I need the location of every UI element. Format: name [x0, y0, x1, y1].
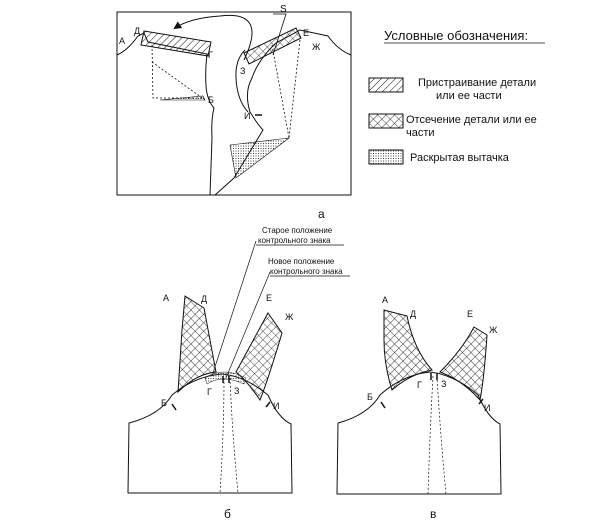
legend-item-1-line2: или ее части — [436, 90, 502, 102]
legend-title: Условные обозначения: — [384, 28, 528, 43]
panel-v-bodice — [336, 371, 502, 495]
panel-b-middle-band — [204, 371, 247, 385]
panel-a-s-pointer — [272, 13, 287, 56]
panel-a-left-outline — [116, 32, 215, 196]
panel-a-label-s: S — [280, 4, 287, 15]
panel-a-armhole — [235, 49, 249, 113]
legend: Условные обозначения: Пристраивание дета… — [368, 28, 545, 165]
panel-b-mark-b — [171, 403, 177, 411]
panel-v-label-zh: Ж — [489, 325, 498, 335]
panel-v-label-z: З — [441, 379, 446, 389]
panel-a-frame — [116, 11, 352, 196]
panel-v-right-insert — [439, 326, 488, 402]
panel-b-label-a: А — [163, 293, 169, 303]
panel-a-label-zh: Ж — [312, 42, 321, 52]
panel-v-label-d: Д — [410, 309, 416, 319]
panel-a-arrow — [173, 14, 253, 61]
panel-v-left-insert — [383, 309, 433, 391]
panel-v-label-a: А — [382, 295, 388, 305]
panel-a-label-a: А — [119, 36, 125, 46]
panel-a-label-b: Б — [208, 95, 214, 105]
panel-b-label-e: Е — [266, 293, 272, 303]
legend-item-2-line1: Отсечение детали или ее — [406, 114, 537, 126]
legend-item-3-line1: Раскрытая вытачка — [410, 152, 510, 164]
panel-b-label-d: Д — [201, 294, 207, 304]
panel-b-label-zh: Ж — [285, 312, 294, 322]
legend-item-1-line1: Пристраивание детали — [418, 77, 536, 89]
panel-a-label-g: Г — [208, 50, 213, 60]
panel-a-dart-line — [151, 61, 206, 101]
panel-v-label-i: И — [484, 403, 490, 413]
panel-v-caption: в — [430, 507, 436, 521]
panel-a-label-i: И — [244, 111, 250, 121]
panel-b-note-new-line2: контрольного знака — [270, 267, 343, 276]
panel-b-leader-old — [211, 240, 257, 377]
panel-b-label-b: Б — [161, 398, 167, 408]
panel-v: А Д Е Ж Б Г З И в — [336, 295, 502, 521]
panel-v-label-e: Е — [467, 309, 473, 319]
panel-v-label-g: Г — [417, 380, 422, 390]
legend-item-2-line2: части — [406, 127, 435, 139]
panel-b-left-insert — [177, 295, 217, 394]
panel-b: Старое положение контрольного знака Ново… — [127, 226, 350, 521]
panel-v-mark-i — [478, 398, 484, 405]
panel-b-note-old-line2: контрольного знака — [258, 236, 331, 245]
panel-b-label-z: З — [234, 386, 239, 396]
panel-a-hatched-strip — [140, 30, 212, 57]
legend-swatch-hatch — [368, 77, 404, 93]
panel-b-side-dotted-1 — [219, 377, 225, 494]
panel-a-right-outline — [214, 29, 352, 196]
panel-b-mark-i — [265, 401, 271, 408]
panel-b-leader-new — [225, 271, 271, 379]
panel-b-right-insert — [235, 312, 283, 402]
legend-swatch-dots — [368, 149, 404, 165]
panel-a-small-dart — [159, 95, 206, 101]
panel-v-mark-b — [380, 401, 386, 409]
panel-a-label-e: Е — [303, 28, 309, 38]
panel-a: А Д Г Б S Е Ж З И а — [116, 4, 352, 221]
panel-a-caption: а — [318, 207, 325, 221]
panel-v-side-dotted-1 — [427, 375, 434, 495]
panel-a-label-z: З — [240, 66, 245, 76]
panel-a-right-dotted-1 — [271, 44, 290, 139]
panel-v-label-b: Б — [367, 392, 373, 402]
panel-b-note-old-line1: Старое положение — [262, 226, 333, 235]
panel-a-right-dotted-2 — [288, 39, 301, 139]
legend-swatch-cross — [368, 113, 404, 129]
panel-a-opened-dart — [229, 137, 291, 179]
panel-a-label-d: Д — [134, 26, 140, 36]
panel-v-side-dotted-2 — [436, 375, 447, 495]
panel-b-label-g: Г — [207, 387, 212, 397]
panel-b-note-new-line1: Новое положение — [268, 257, 335, 266]
panel-b-caption: б — [224, 507, 231, 521]
panel-b-label-i: И — [273, 401, 279, 411]
